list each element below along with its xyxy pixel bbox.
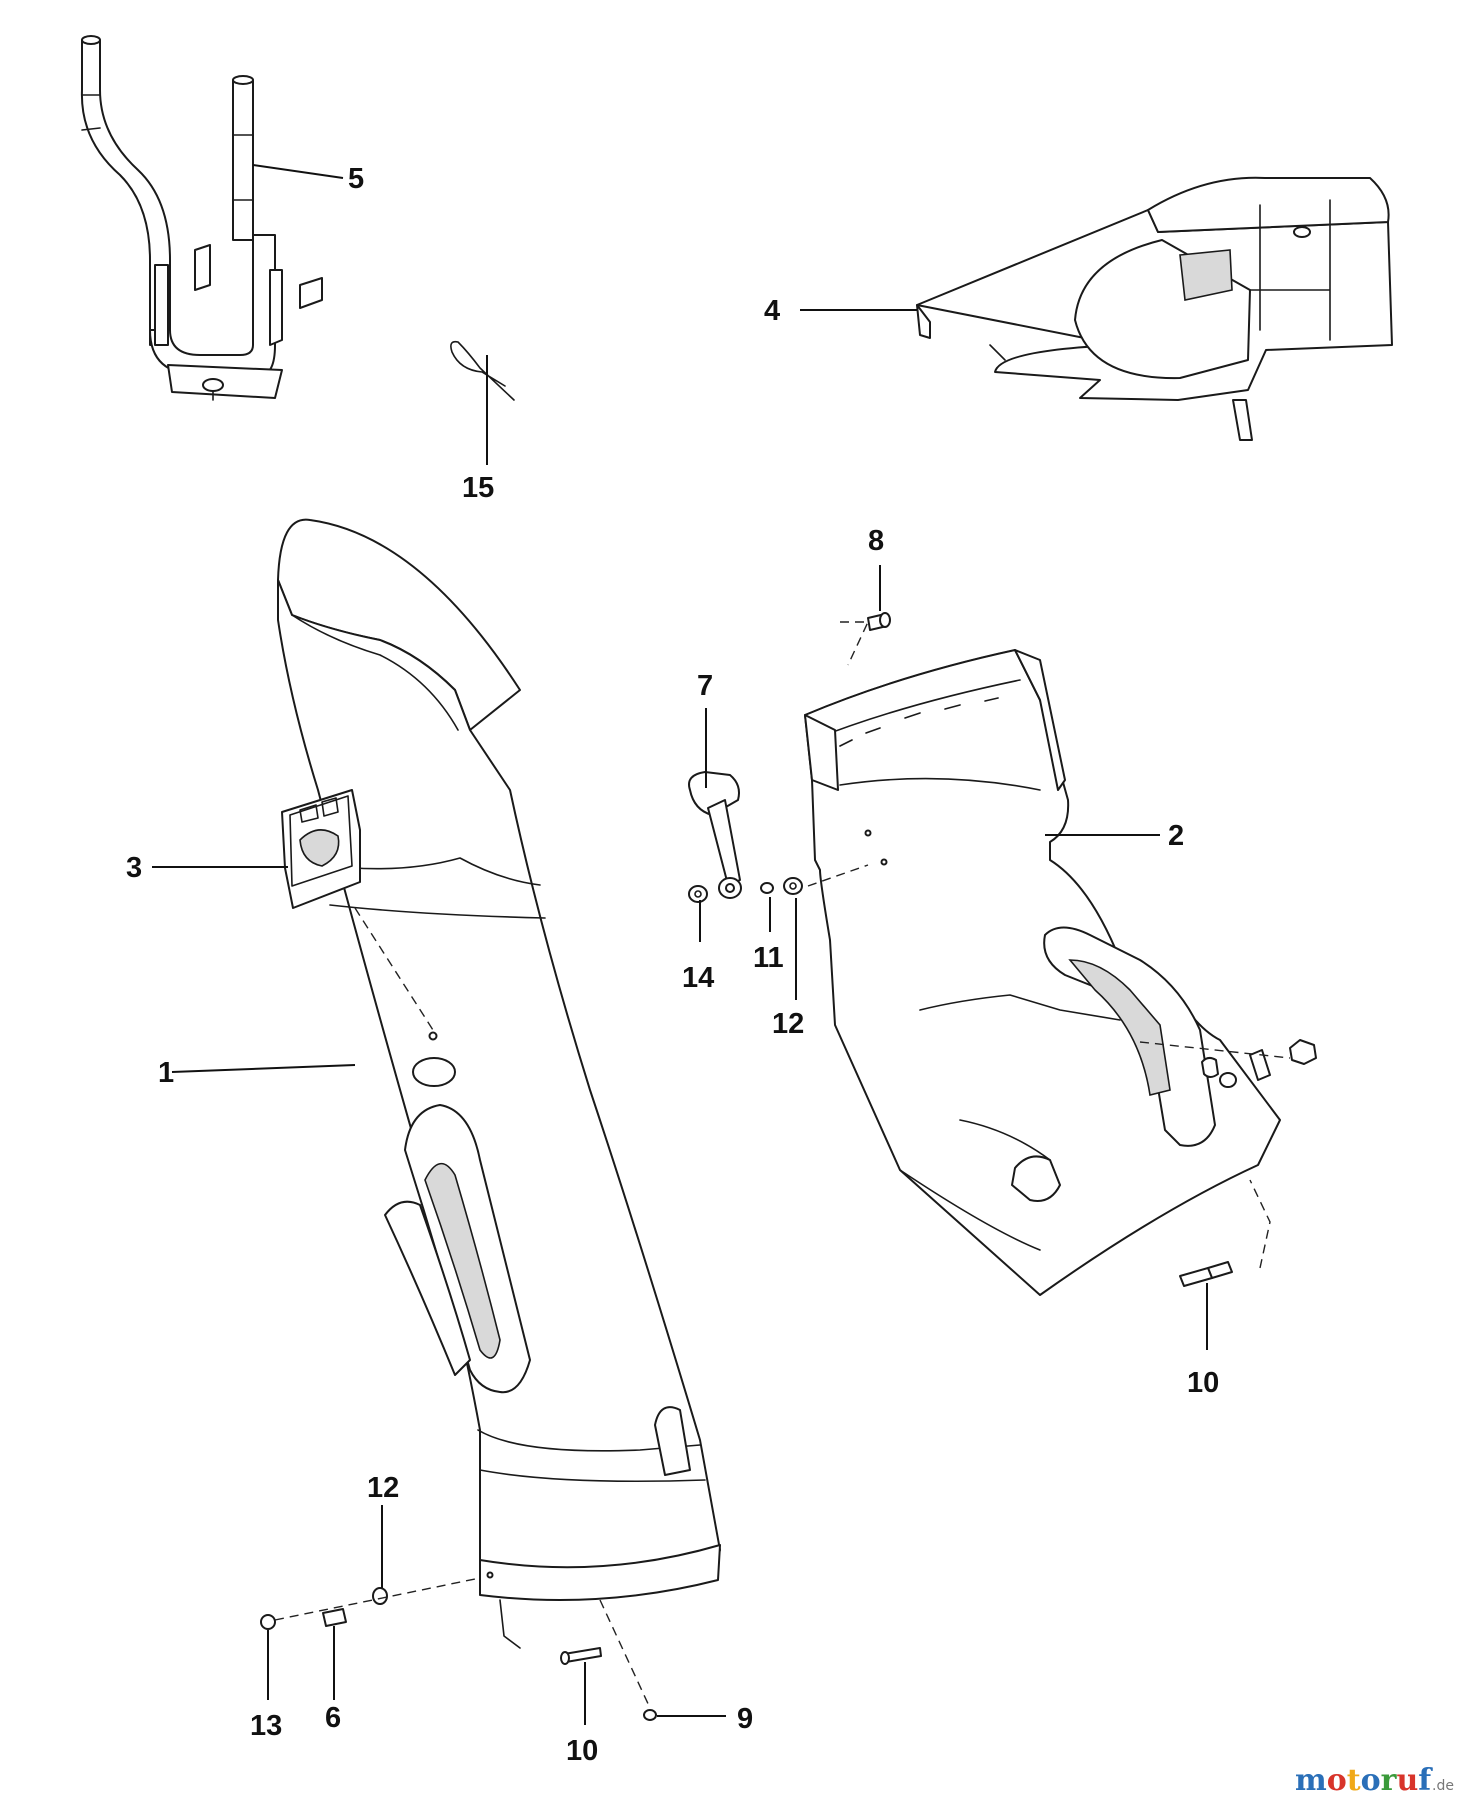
part-elbow-tube (804, 649, 1281, 1296)
part-blower-tube (277, 518, 721, 1649)
callout-7: 7 (697, 670, 713, 702)
assembly-lines (274, 621, 1291, 1709)
part-deflector (916, 176, 1393, 441)
watermark-letter: m (1295, 1763, 1327, 1798)
callout-6: 6 (325, 1702, 341, 1734)
callout-12: 12 (772, 1008, 804, 1040)
callout-5: 5 (348, 163, 364, 195)
watermark-suffix: .de (1432, 1778, 1454, 1794)
callout-1: 1 (158, 1057, 174, 1089)
callout-8: 8 (868, 525, 884, 557)
part-hair-pin (450, 340, 515, 401)
callout-12: 12 (367, 1472, 399, 1504)
callout-labels: 5 4 15 8 7 2 3 14 11 12 1 10 12 13 6 10 … (126, 163, 1219, 1767)
callout-13: 13 (250, 1710, 282, 1742)
watermark-letter: r (1381, 1763, 1398, 1798)
part-switch-plate (281, 789, 361, 909)
callout-2: 2 (1168, 820, 1184, 852)
callout-14: 14 (682, 962, 714, 994)
callout-3: 3 (126, 852, 142, 884)
watermark-letter: u (1396, 1763, 1418, 1798)
hardware-set (260, 612, 1317, 1721)
watermark-letter: t (1347, 1763, 1361, 1798)
callout-15: 15 (462, 472, 494, 504)
watermark-letter: o (1327, 1763, 1347, 1798)
motoruf-watermark: motoruf .de (1295, 1763, 1454, 1798)
leader-lines (152, 164, 1208, 1725)
part-handle-bracket (80, 35, 323, 401)
callout-10: 10 (566, 1735, 598, 1767)
svg-text:motoruf: motoruf (1295, 1763, 1433, 1798)
callout-11: 11 (753, 942, 784, 974)
watermark-letter: o (1361, 1763, 1381, 1798)
part-lever (688, 771, 742, 899)
callout-10: 10 (1187, 1367, 1219, 1399)
callout-4: 4 (764, 295, 780, 327)
callout-9: 9 (737, 1703, 753, 1735)
watermark-letter: f (1418, 1763, 1433, 1798)
